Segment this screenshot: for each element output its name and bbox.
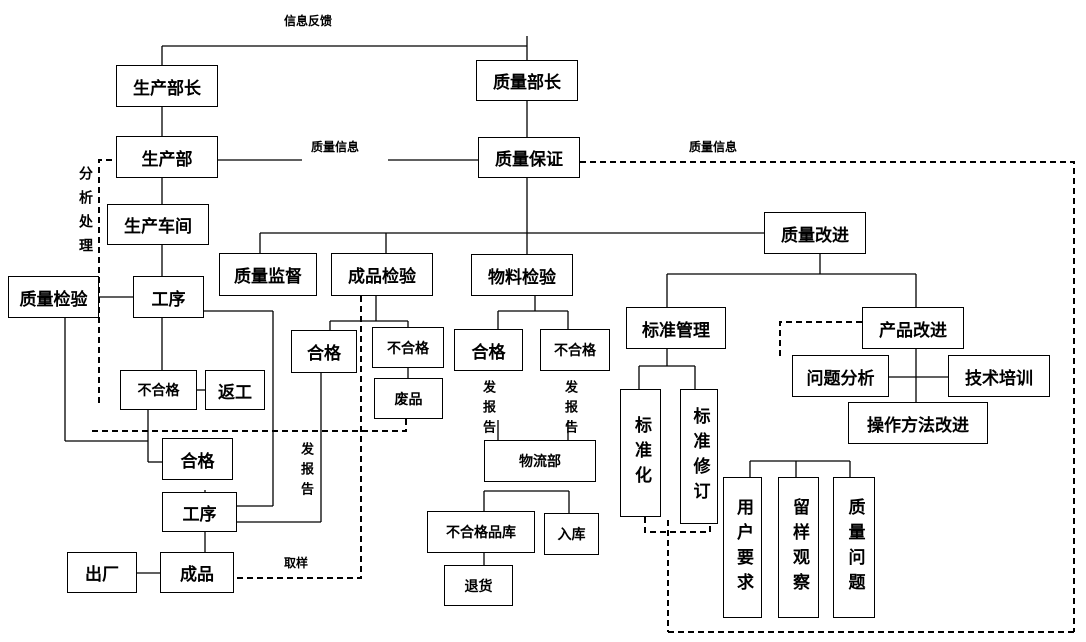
warehousing-node: 入库 [544, 513, 599, 555]
standardization-node: 标准化 [620, 389, 661, 517]
user-requirements-node: 用户要求 [723, 477, 762, 618]
quality-head-node: 质量部长 [476, 60, 578, 101]
unqualified-node-1: 不合格 [120, 370, 197, 410]
report-label-unqualified: 发报告 [562, 380, 577, 440]
workshop-node: 生产车间 [107, 204, 209, 245]
quality-check-node: 质量检验 [8, 276, 99, 318]
analyze-process-label: 分析处理 [77, 166, 93, 262]
standard-management-node: 标准管理 [626, 307, 726, 349]
qualified-node-1: 合格 [162, 438, 233, 480]
quality-info-label-right: 质量信息 [689, 140, 738, 154]
unqualified-node-2: 不合格 [372, 327, 444, 368]
scrap-node: 废品 [374, 378, 443, 419]
quality-supervision-node: 质量监督 [219, 253, 317, 296]
rework-node: 返工 [205, 370, 265, 410]
report-label-qualified: 发报告 [480, 380, 495, 440]
logistics-node: 物流部 [484, 440, 596, 482]
tech-training-node: 技术培训 [948, 355, 1050, 397]
quality-assurance-node: 质量保证 [478, 137, 580, 178]
sample-label: 取样 [284, 556, 309, 570]
standard-revision-node: 标准修订 [680, 389, 718, 524]
process-node-2: 工序 [162, 492, 237, 532]
production-dept-node: 生产部 [116, 136, 218, 178]
quality-info-label-left: 质量信息 [311, 140, 360, 154]
problem-analysis-node: 问题分析 [792, 355, 889, 397]
unqualified-node-3: 不合格 [540, 329, 610, 371]
quality-improvement-node: 质量改进 [764, 212, 866, 254]
feedback-label: 信息反馈 [284, 14, 333, 28]
return-goods-node: 退货 [444, 565, 513, 606]
product-inspection-node: 成品检验 [331, 253, 433, 296]
factory-exit-node: 出厂 [67, 552, 137, 593]
report-label-quality: 发报告 [298, 442, 313, 502]
qualified-node-3: 合格 [454, 329, 523, 371]
finished-product-node: 成品 [160, 552, 234, 593]
sample-observation-node: 留样观察 [778, 477, 819, 618]
qualified-node-2: 合格 [291, 330, 357, 373]
production-head-node: 生产部长 [116, 65, 218, 107]
unqualified-store-node: 不合格品库 [427, 511, 535, 553]
material-inspection-node: 物料检验 [471, 254, 573, 296]
product-improvement-node: 产品改进 [862, 307, 964, 349]
quality-problems-node: 质量问题 [833, 477, 875, 618]
method-improvement-node: 操作方法改进 [848, 402, 988, 444]
process-node-1: 工序 [133, 276, 204, 318]
